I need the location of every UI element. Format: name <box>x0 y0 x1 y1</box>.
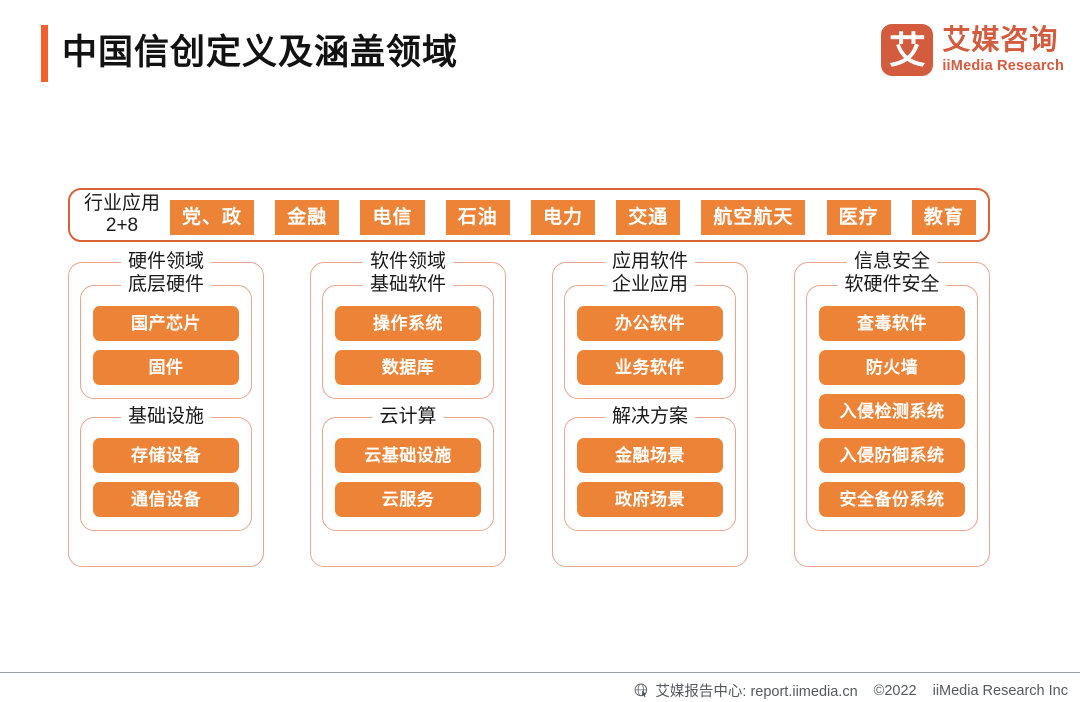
group-box: 云计算 云基础设施 云服务 <box>322 405 494 531</box>
industry-tag[interactable]: 金融 <box>275 199 340 235</box>
industry-label-line1: 行业应用 <box>84 193 161 214</box>
domain-title: 软件领域 <box>362 250 454 274</box>
industry-application-bar: 行业应用 2+8 党、政 金融 电信 石油 电力 交通 航空航天 医疗 教育 <box>68 188 990 242</box>
item-chip[interactable]: 入侵检测系统 <box>819 394 965 429</box>
group-box: 基础设施 存储设备 通信设备 <box>80 405 252 531</box>
domain-title: 硬件领域 <box>120 250 212 274</box>
item-chip[interactable]: 存储设备 <box>93 438 239 473</box>
item-chip[interactable]: 国产芯片 <box>93 306 239 341</box>
footer-source: 艾媒报告中心: report.iimedia.cn <box>655 684 858 700</box>
domain-columns: 硬件领域 底层硬件 国产芯片 固件 基础设施 存储设备 通信设备 软件领域 基础… <box>68 250 990 567</box>
industry-label-line2: 2+8 <box>105 215 139 236</box>
item-chip[interactable]: 操作系统 <box>335 306 481 341</box>
item-chip[interactable]: 固件 <box>93 350 239 385</box>
footer-divider <box>0 672 1080 673</box>
item-chip[interactable]: 通信设备 <box>93 482 239 517</box>
item-chip[interactable]: 查毒软件 <box>819 306 965 341</box>
domain-box: 硬件领域 底层硬件 国产芯片 固件 基础设施 存储设备 通信设备 <box>68 250 264 567</box>
item-chip[interactable]: 云基础设施 <box>335 438 481 473</box>
industry-tag[interactable]: 石油 <box>445 199 510 235</box>
item-chip[interactable]: 防火墙 <box>819 350 965 385</box>
industry-tag[interactable]: 医疗 <box>826 199 891 235</box>
industry-tag-list: 党、政 金融 电信 石油 电力 交通 航空航天 医疗 教育 <box>164 199 978 235</box>
group-title: 解决方案 <box>604 405 696 429</box>
logo-mark-glyph: 艾 <box>888 28 926 72</box>
logo-name-en: iiMedia Research <box>942 58 1064 75</box>
group-box: 软硬件安全 查毒软件 防火墙 入侵检测系统 入侵防御系统 安全备份系统 <box>806 273 978 531</box>
item-chip[interactable]: 业务软件 <box>577 350 723 385</box>
group-box: 基础软件 操作系统 数据库 <box>322 273 494 399</box>
page-title: 中国信创定义及涵盖领域 <box>62 33 459 72</box>
group-title: 底层硬件 <box>120 273 212 297</box>
item-chip[interactable]: 数据库 <box>335 350 481 385</box>
footer-copyright: ©2022 <box>873 682 917 699</box>
title-accent-bar <box>41 25 48 82</box>
industry-tag[interactable]: 教育 <box>911 199 976 235</box>
page-header: 中国信创定义及涵盖领域 艾 艾媒咨询 iiMedia Research <box>0 0 1080 108</box>
item-chip[interactable]: 云服务 <box>335 482 481 517</box>
industry-tag[interactable]: 电力 <box>530 199 595 235</box>
item-chip[interactable]: 金融场景 <box>577 438 723 473</box>
logo-mark-icon: 艾 <box>881 24 934 76</box>
domain-column-software: 软件领域 基础软件 操作系统 数据库 云计算 云基础设施 云服务 <box>310 250 506 567</box>
industry-tag[interactable]: 航空航天 <box>701 199 806 235</box>
logo-name-cn: 艾媒咨询 <box>942 24 1059 56</box>
domain-column-hardware: 硬件领域 底层硬件 国产芯片 固件 基础设施 存储设备 通信设备 <box>68 250 264 567</box>
brand-logo: 艾 艾媒咨询 iiMedia Research <box>881 24 1064 76</box>
group-title: 云计算 <box>372 405 444 429</box>
domain-box: 软件领域 基础软件 操作系统 数据库 云计算 云基础设施 云服务 <box>310 250 506 567</box>
industry-application-label: 行业应用 2+8 <box>80 193 164 237</box>
group-box: 企业应用 办公软件 业务软件 <box>564 273 736 399</box>
group-title: 软硬件安全 <box>837 273 947 297</box>
group-title: 基础软件 <box>362 273 454 297</box>
footer-company: iiMedia Research Inc <box>932 682 1068 699</box>
item-chip[interactable]: 安全备份系统 <box>819 482 965 517</box>
group-box: 解决方案 金融场景 政府场景 <box>564 405 736 531</box>
domain-box: 应用软件 企业应用 办公软件 业务软件 解决方案 金融场景 政府场景 <box>552 250 748 567</box>
globe-icon <box>634 683 648 698</box>
domain-column-application: 应用软件 企业应用 办公软件 业务软件 解决方案 金融场景 政府场景 <box>552 250 748 567</box>
domain-column-security: 信息安全 软硬件安全 查毒软件 防火墙 入侵检测系统 入侵防御系统 安全备份系统 <box>794 250 990 567</box>
domain-box: 信息安全 软硬件安全 查毒软件 防火墙 入侵检测系统 入侵防御系统 安全备份系统 <box>794 250 990 567</box>
group-box: 底层硬件 国产芯片 固件 <box>80 273 252 399</box>
item-chip[interactable]: 办公软件 <box>577 306 723 341</box>
group-title: 基础设施 <box>120 405 212 429</box>
industry-tag[interactable]: 党、政 <box>170 199 255 235</box>
item-chip[interactable]: 入侵防御系统 <box>819 438 965 473</box>
logo-text: 艾媒咨询 iiMedia Research <box>942 26 1064 74</box>
item-chip[interactable]: 政府场景 <box>577 482 723 517</box>
domain-title: 信息安全 <box>846 250 938 274</box>
industry-tag[interactable]: 电信 <box>360 199 425 235</box>
domain-title: 应用软件 <box>604 250 696 274</box>
group-title: 企业应用 <box>604 273 696 297</box>
industry-tag[interactable]: 交通 <box>616 199 681 235</box>
footer: 艾媒报告中心: report.iimedia.cn ©2022 iiMedia … <box>634 680 1068 701</box>
